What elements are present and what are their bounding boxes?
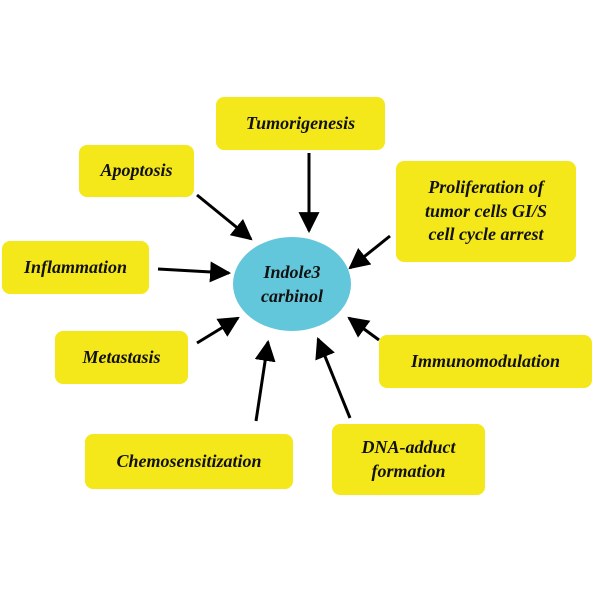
node-apoptosis: Apoptosis [79, 145, 194, 197]
node-metastasis-label: Metastasis [82, 346, 161, 367]
arrow-chemosensitization [254, 339, 276, 422]
node-tumorigenesis-label: Tumorigenesis [245, 112, 356, 133]
node-inflammation: Inflammation [2, 241, 149, 294]
node-metastasis: Metastasis [55, 331, 188, 384]
node-tumorigenesis: Tumorigenesis [216, 97, 385, 150]
node-immunomodulation: Immunomodulation [379, 335, 592, 388]
arrow-inflammation [157, 261, 232, 283]
center-node-indole3-carbinol: Indole3 carbinol [233, 237, 351, 331]
node-dna-adduct-line-1: DNA-adduct [361, 437, 456, 458]
node-proliferation-line-1: Proliferation of [428, 177, 544, 198]
arrow-apoptosis [196, 193, 253, 241]
arrow-metastasis [196, 316, 240, 345]
node-chemosensitization-label: Chemosensitization [116, 450, 262, 471]
center-node-line-2: carbinol [260, 286, 323, 306]
node-inflammation-label: Inflammation [23, 256, 128, 277]
node-chemosensitization: Chemosensitization [85, 434, 293, 489]
node-proliferation-line-2: tumor cells GI/S [424, 200, 548, 221]
arrow-proliferation [348, 234, 391, 270]
arrow-immunomodulation [347, 316, 380, 342]
arrow-dna-adduct [315, 337, 352, 419]
node-immunomodulation-label: Immunomodulation [410, 350, 561, 371]
node-dna-adduct: DNA-adduct formation [332, 424, 485, 495]
node-dna-adduct-line-2: formation [371, 460, 446, 481]
center-node-line-1: Indole3 [263, 261, 321, 282]
node-proliferation-line-3: cell cycle arrest [428, 224, 544, 245]
node-proliferation: Proliferation of tumor cells GI/S cell c… [396, 161, 576, 262]
node-apoptosis-label: Apoptosis [100, 160, 173, 181]
